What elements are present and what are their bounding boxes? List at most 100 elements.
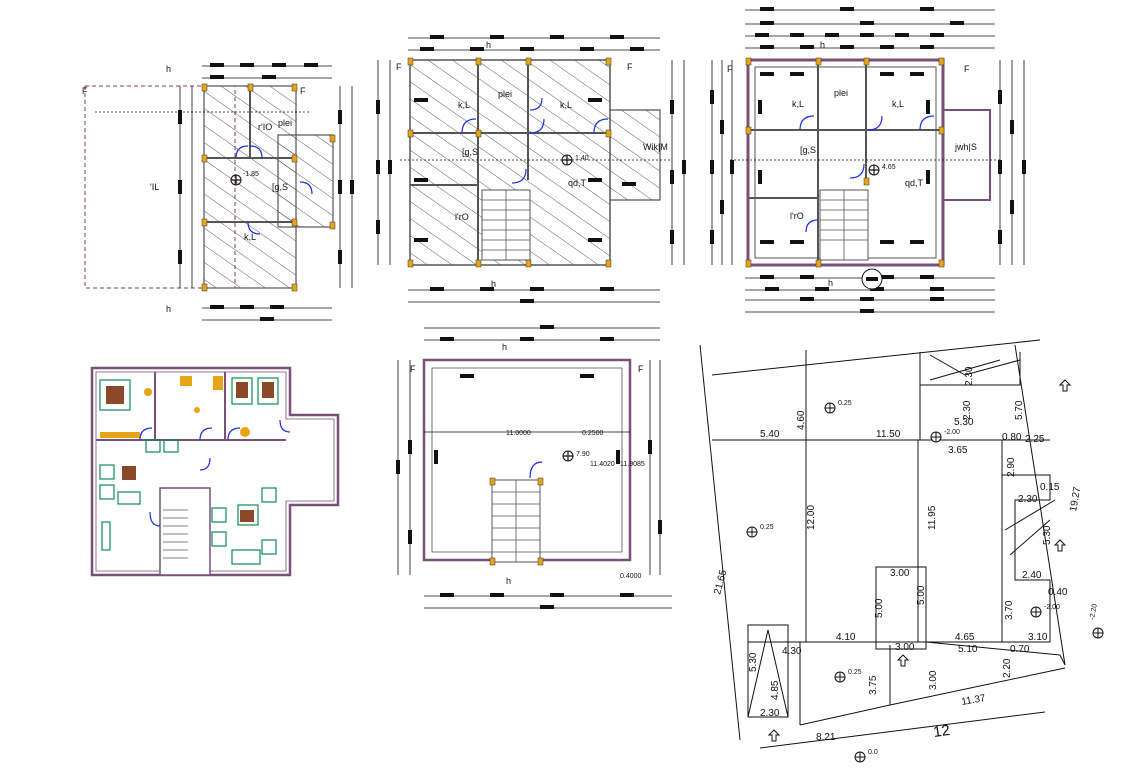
site-dim: 11.95 (927, 505, 938, 530)
roof-dim: 11.0000 (506, 430, 531, 437)
level-label: 4.65 (882, 164, 896, 171)
site-dim: 4.60 (796, 410, 807, 430)
room-label: plei (278, 118, 292, 128)
site-dim: 5.00 (874, 598, 885, 618)
plan-basement: r'IO plei [g,S k,L 'IL -1.85 h h F F (82, 63, 354, 321)
section-mark: F (300, 86, 306, 96)
room-label: k,L (458, 100, 470, 110)
site-level: -2.20 (1089, 603, 1099, 620)
plan-furniture (90, 366, 340, 577)
room-label: r'IO (258, 122, 272, 132)
site-levels: 0.25 -2.00 0.25 -2.00 0.25 0.0 -2.20 (746, 400, 1104, 763)
site-dim: 3.00 (890, 568, 910, 579)
site-level: 0.25 (848, 669, 862, 676)
site-dim: 5.40 (760, 429, 780, 440)
site-dim: 3.00 (895, 642, 915, 653)
site-dim: 3.70 (1004, 600, 1015, 620)
site-level: 0.0 (868, 749, 878, 756)
site-dim: 2.40 (1022, 570, 1042, 581)
room-label: k,L (892, 99, 904, 109)
site-dim: 12 (932, 722, 951, 741)
section-mark: h (486, 40, 491, 50)
site-dim: 0.40 (1048, 587, 1068, 598)
room-label: l'rO (455, 212, 469, 222)
room-label: k,L (244, 232, 256, 242)
level-label: -1.85 (243, 171, 259, 178)
site-dim: 11.50 (876, 429, 901, 440)
section-mark: F (82, 86, 88, 96)
room-label: 'IL (150, 182, 159, 192)
site-dim: 4.85 (770, 680, 781, 700)
section-mark: F (727, 64, 733, 74)
site-level: -2.00 (944, 429, 960, 436)
section-mark: F (964, 64, 970, 74)
site-dim: 5.70 (1014, 400, 1025, 420)
site-dim: 3.10 (1028, 632, 1048, 643)
site-dim: 5.10 (958, 644, 978, 655)
roof-dim: 0.2500 (582, 430, 604, 437)
site-dim: 11.37 (961, 693, 987, 708)
section-mark: h (166, 64, 171, 74)
site-dim: 12.00 (806, 505, 817, 530)
room-label: jwh|S (954, 142, 977, 152)
section-mark: F (638, 364, 644, 374)
plan-ground: k,L plei k,L [g,S qd,T l'rO Wik|M 1.40 h… (376, 35, 686, 303)
site-plan (699, 339, 1072, 749)
site-dim: 8.21 (816, 732, 836, 743)
section-mark: h (828, 278, 833, 288)
room-label: [g,S (272, 182, 288, 192)
site-dim: 2.30 (962, 400, 973, 420)
room-label: qd,T (568, 178, 587, 188)
room-label: k,L (560, 100, 572, 110)
room-label: qd,T (905, 178, 924, 188)
site-dim: 0.15 (1040, 482, 1060, 493)
room-label: Wik|M (643, 142, 668, 152)
section-mark: h (166, 304, 171, 314)
site-dim: 5.30 (1042, 525, 1053, 545)
site-dim: 2.20 (1002, 658, 1013, 678)
site-dim: 2.30 (1018, 494, 1038, 505)
section-mark: h (506, 576, 511, 586)
site-dim: 2.30 (964, 366, 975, 386)
roof-dim: 11.9085 (620, 461, 645, 468)
site-dimensions: 4.60 2.30 2.30 5.70 5.30 5.40 11.50 0.80… (712, 366, 1083, 743)
site-dim: 4.65 (955, 632, 975, 643)
site-dim: 3.65 (948, 445, 968, 456)
site-dim: 2.25 (1025, 434, 1045, 445)
site-dim: 4.10 (836, 632, 856, 643)
room-label: [g,S (800, 145, 816, 155)
site-level: 0.25 (760, 524, 774, 531)
room-label: [g,S (462, 147, 478, 157)
site-level: 0.25 (838, 400, 852, 407)
level-label: 7.90 (576, 451, 590, 458)
section-mark: h (820, 40, 825, 50)
site-dim: 5.30 (748, 652, 759, 672)
room-label: l'rO (790, 211, 804, 221)
section-mark: h (491, 279, 496, 289)
plan-roof: 11.0000 0.2500 11.4020 11.9085 0.4000 7.… (396, 325, 672, 609)
site-dim: 5.30 (954, 417, 974, 428)
room-label: plei (834, 88, 848, 98)
site-level: -2.00 (1044, 604, 1060, 611)
plan-first-floor: k,L plei k,L [g,S qd,T l'rO jwh|S 4.65 h… (710, 7, 1026, 313)
level-label: 1.40 (575, 155, 589, 162)
site-dim: 3.75 (868, 675, 879, 695)
site-dim: 0.80 (1002, 432, 1022, 443)
site-dim: 0.70 (1010, 644, 1030, 655)
roof-dim: 11.4020 (590, 461, 615, 468)
site-dim: 4.30 (782, 646, 802, 657)
room-label: k,L (792, 99, 804, 109)
section-mark: F (627, 62, 633, 72)
room-label: plei (498, 89, 512, 99)
section-mark: h (502, 342, 507, 352)
section-mark: F (396, 62, 402, 72)
site-dim: 5.00 (916, 585, 927, 605)
section-mark: F (410, 364, 416, 374)
site-dim: 2.30 (760, 708, 780, 719)
site-dim: 19.27 (1068, 486, 1083, 513)
site-dim: 21.65 (712, 568, 729, 595)
site-dim: 3.00 (928, 670, 939, 690)
site-dim: 2.90 (1006, 457, 1017, 477)
roof-dim: 0.4000 (620, 573, 642, 580)
